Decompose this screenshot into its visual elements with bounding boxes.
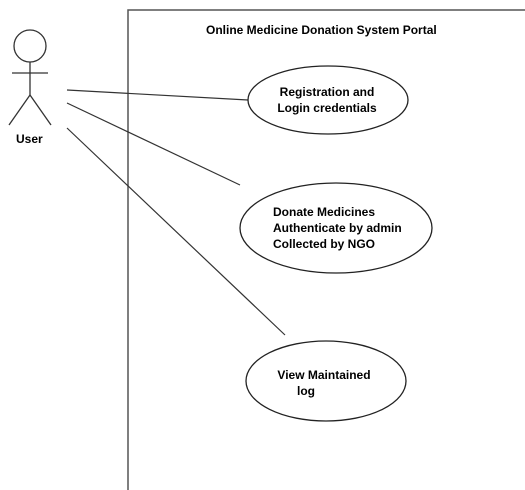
use-case-view-log-line-2: log — [297, 384, 315, 398]
use-case-donate-label: Donate Medicines Authenticate by admin C… — [273, 204, 402, 252]
association-registration — [66, 89, 249, 101]
use-case-donate-line-3: Collected by NGO — [273, 237, 376, 251]
use-case-donate-line-1: Donate Medicines — [273, 205, 376, 219]
association-view-log — [66, 127, 286, 336]
use-case-donate-medicines — [239, 182, 433, 274]
actor-head — [13, 29, 47, 63]
use-case-registration — [247, 65, 409, 135]
use-case-registration-line-1: Registration and — [279, 85, 375, 99]
user-actor-icon — [8, 29, 52, 126]
system-boundary — [127, 9, 525, 490]
actor-left-leg — [8, 94, 31, 126]
system-title: Online Medicine Donation System Portal — [206, 23, 437, 37]
use-case-view-log-line-1: View Maintained — [277, 368, 371, 382]
association-donate — [66, 102, 241, 186]
use-case-registration-label: Registration and Login credentials — [262, 84, 392, 116]
use-case-registration-line-2: Login credentials — [277, 101, 377, 115]
actor-name: User — [16, 132, 43, 146]
use-case-view-log-label: View Maintained log — [256, 367, 392, 399]
use-case-donate-line-2: Authenticate by admin — [273, 221, 402, 235]
use-case-view-log — [245, 340, 407, 422]
actor-right-leg — [29, 94, 52, 126]
